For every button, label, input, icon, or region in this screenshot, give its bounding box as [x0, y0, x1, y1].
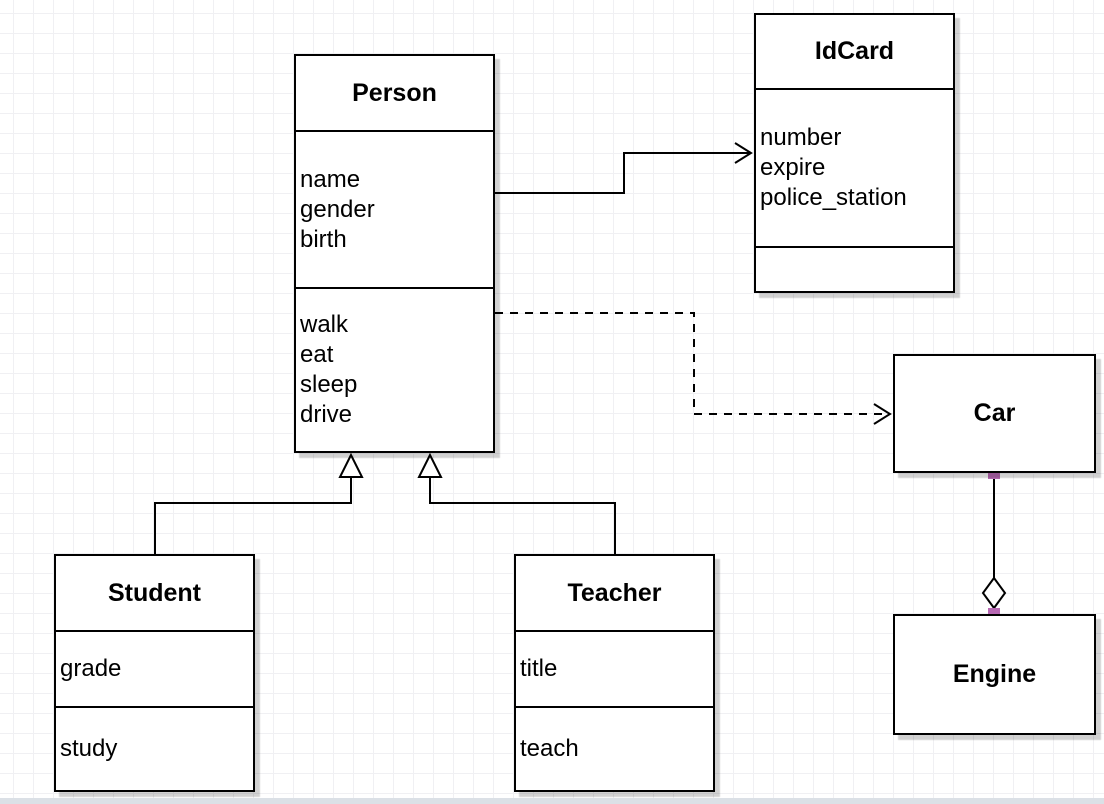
- attribute: expire: [760, 154, 826, 181]
- attributes-section: number expire police_station: [756, 90, 953, 248]
- generalization-teacher-person[interactable]: [417, 452, 616, 554]
- class-engine[interactable]: Engine: [893, 614, 1096, 735]
- canvas-bottom-edge: [0, 798, 1104, 804]
- class-car[interactable]: Car: [893, 354, 1096, 473]
- attributes-section: grade: [56, 632, 253, 708]
- attributes-section: title: [516, 632, 713, 708]
- method: sleep: [300, 371, 358, 398]
- methods-section: study: [56, 708, 253, 790]
- class-title: Engine: [952, 660, 1037, 688]
- class-idcard[interactable]: IdCard number expire police_station: [754, 13, 955, 293]
- methods-section: [756, 248, 953, 291]
- dependency-person-car[interactable]: [495, 312, 892, 425]
- class-teacher[interactable]: Teacher title teach: [514, 554, 715, 792]
- aggregation-car-engine[interactable]: [981, 467, 1007, 620]
- class-student[interactable]: Student grade study: [54, 554, 255, 792]
- class-title: IdCard: [756, 15, 953, 90]
- hollow-diamond: [981, 576, 1007, 610]
- class-title: Teacher: [516, 556, 713, 632]
- attribute: police_station: [760, 184, 907, 211]
- hollow-triangle-arrowhead: [417, 452, 443, 478]
- attribute: gender: [300, 195, 375, 223]
- method: teach: [520, 735, 579, 762]
- attribute: title: [520, 655, 558, 682]
- class-title: Student: [56, 556, 253, 632]
- hollow-triangle-arrowhead: [338, 452, 364, 478]
- attribute: name: [300, 165, 361, 193]
- method: walk: [300, 311, 349, 338]
- attribute: birth: [300, 225, 347, 253]
- class-title: Car: [973, 399, 1016, 427]
- open-arrowhead: [873, 403, 892, 425]
- method: eat: [300, 341, 334, 368]
- attribute: number: [760, 124, 842, 151]
- method: study: [60, 735, 118, 762]
- association-person-idcard[interactable]: [495, 142, 753, 194]
- attributes-section: name gender birth: [296, 132, 493, 289]
- methods-section: teach: [516, 708, 713, 790]
- open-arrowhead: [734, 142, 753, 164]
- generalization-student-person[interactable]: [154, 452, 364, 554]
- class-title: Person: [296, 56, 493, 132]
- class-person[interactable]: Person name gender birth walk eat sleep …: [294, 54, 495, 453]
- attribute: grade: [60, 655, 122, 682]
- methods-section: walk eat sleep drive: [296, 289, 493, 451]
- method: drive: [300, 401, 353, 428]
